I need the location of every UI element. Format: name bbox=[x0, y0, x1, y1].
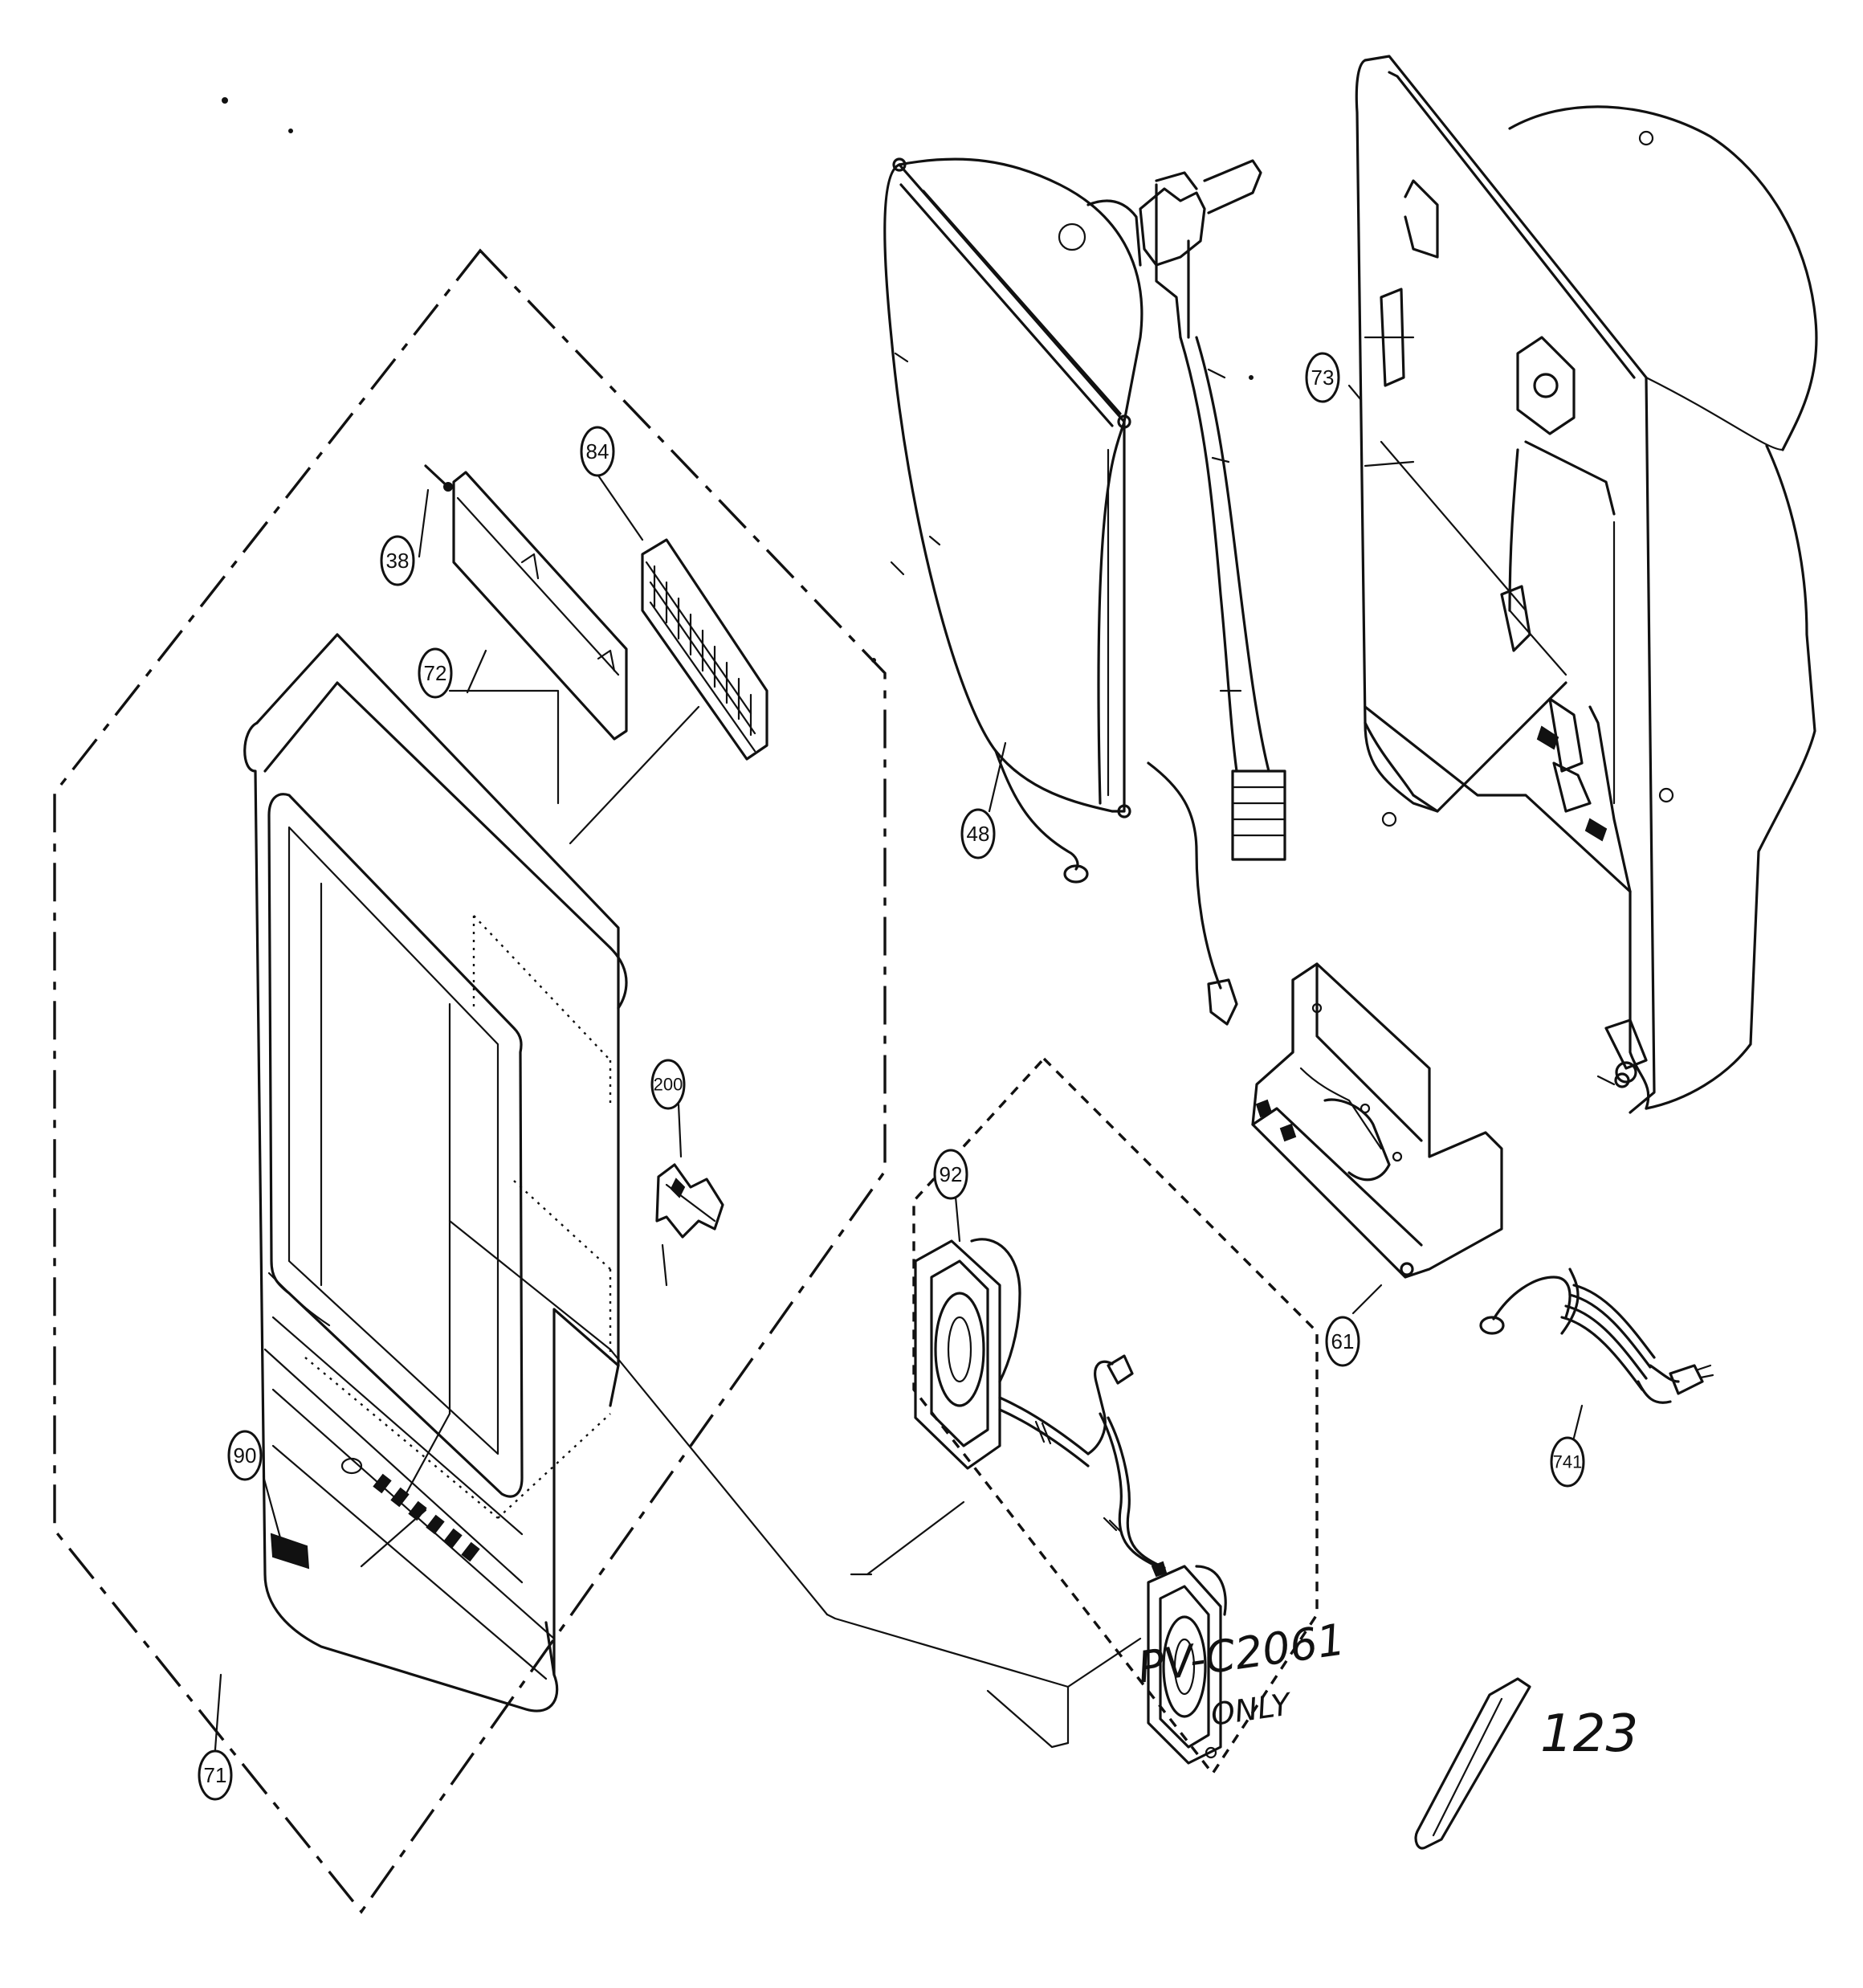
callout-90: 90 bbox=[227, 1430, 263, 1481]
callout-73: 73 bbox=[1305, 352, 1340, 403]
speck bbox=[288, 129, 293, 133]
callout-73-text: 73 bbox=[1311, 365, 1335, 390]
callout-200: 200 bbox=[650, 1059, 686, 1110]
chassis-bracket-61 bbox=[1251, 962, 1503, 1279]
callout-90-text: 90 bbox=[234, 1443, 257, 1468]
callout-48-text: 48 bbox=[967, 822, 990, 846]
rear-cabinet-73 bbox=[1355, 55, 1818, 1114]
callout-61-text: 61 bbox=[1331, 1329, 1355, 1353]
callout-84-text: 84 bbox=[586, 439, 609, 463]
callout-200-text: 200 bbox=[654, 1075, 683, 1095]
front-control-buttons bbox=[340, 1457, 480, 1562]
speaker-wire bbox=[1086, 1354, 1166, 1570]
badge-90 bbox=[270, 1533, 310, 1570]
callout-84: 84 bbox=[580, 426, 615, 477]
callout-38: 38 bbox=[380, 535, 415, 586]
callout-741-text: 741 bbox=[1553, 1452, 1583, 1472]
bracket-72 bbox=[452, 471, 628, 741]
callout-71: 71 bbox=[198, 1749, 233, 1801]
callout-48: 48 bbox=[960, 808, 996, 859]
front-cabinet bbox=[243, 633, 628, 1712]
callout-741: 741 bbox=[1550, 1436, 1585, 1488]
callout-38-text: 38 bbox=[386, 549, 410, 573]
callout-72-text: 72 bbox=[424, 661, 447, 685]
grille-84 bbox=[641, 538, 768, 761]
speaker-92-lower bbox=[1147, 1561, 1227, 1765]
cabinet-group-boundary bbox=[53, 248, 887, 1914]
picture-tube-48 bbox=[883, 157, 1286, 1026]
callout-72: 72 bbox=[418, 647, 453, 699]
leader-lines bbox=[214, 384, 1584, 1751]
speaker-92-upper bbox=[914, 1238, 1090, 1470]
callout-92-text: 92 bbox=[940, 1162, 963, 1186]
speck bbox=[1249, 375, 1254, 380]
speck bbox=[222, 97, 228, 104]
speck bbox=[871, 658, 876, 663]
callout-92: 92 bbox=[933, 1149, 968, 1200]
bracket-200 bbox=[655, 1163, 724, 1287]
model-note-line1: PV-C2061 bbox=[1135, 1614, 1348, 1692]
screw-38 bbox=[424, 464, 453, 492]
yoke-connector bbox=[1231, 769, 1286, 861]
part-123 bbox=[1414, 1677, 1531, 1850]
hidden-lines bbox=[304, 915, 612, 1519]
part-123-label: 123 bbox=[1540, 1704, 1638, 1764]
callout-71-text: 71 bbox=[204, 1763, 227, 1787]
callout-61: 61 bbox=[1325, 1316, 1360, 1367]
power-cord-741 bbox=[1479, 1268, 1714, 1404]
